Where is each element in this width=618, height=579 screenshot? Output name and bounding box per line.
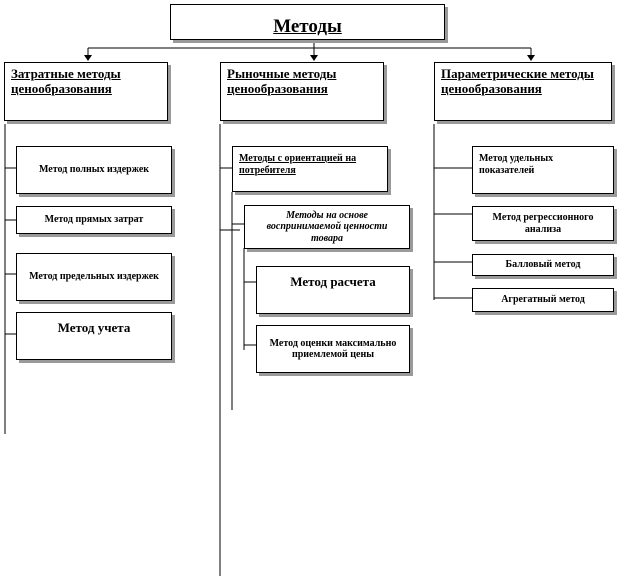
column-header-market-label: Рыночные методы ценообразования (227, 66, 337, 96)
method-regression-analysis: Метод регрессионного анализа (472, 206, 614, 241)
method-aggregate: Агрегатный метод (472, 288, 614, 312)
method-score: Балловый метод (472, 254, 614, 276)
method-calculation: Метод расчета (256, 266, 410, 314)
column-header-cost: Затратные методы ценообразования (4, 62, 168, 121)
title-box: Методы (170, 4, 445, 40)
method-direct-costs: Метод прямых затрат (16, 206, 172, 234)
column-header-parametric: Параметрические методы ценообразования (434, 62, 612, 121)
method-marginal-costs: Метод предельных издержек (16, 253, 172, 301)
title-label: Методы (273, 16, 342, 38)
method-perceived-value: Методы на основе воспринимаемой ценности… (244, 205, 410, 249)
method-max-acceptable-price: Метод оценки максимально приемлемой цены (256, 325, 410, 373)
column-header-cost-label: Затратные методы ценообразования (11, 66, 121, 96)
method-consumer-oriented: Методы с ориентацией на потребителя (232, 146, 388, 192)
method-full-costs: Метод полных издержек (16, 146, 172, 194)
method-accounting: Метод учета (16, 312, 172, 360)
method-unit-indicators: Метод удельных показателей (472, 146, 614, 194)
column-header-parametric-label: Параметрические методы ценообразования (441, 66, 594, 96)
column-header-market: Рыночные методы ценообразования (220, 62, 384, 121)
